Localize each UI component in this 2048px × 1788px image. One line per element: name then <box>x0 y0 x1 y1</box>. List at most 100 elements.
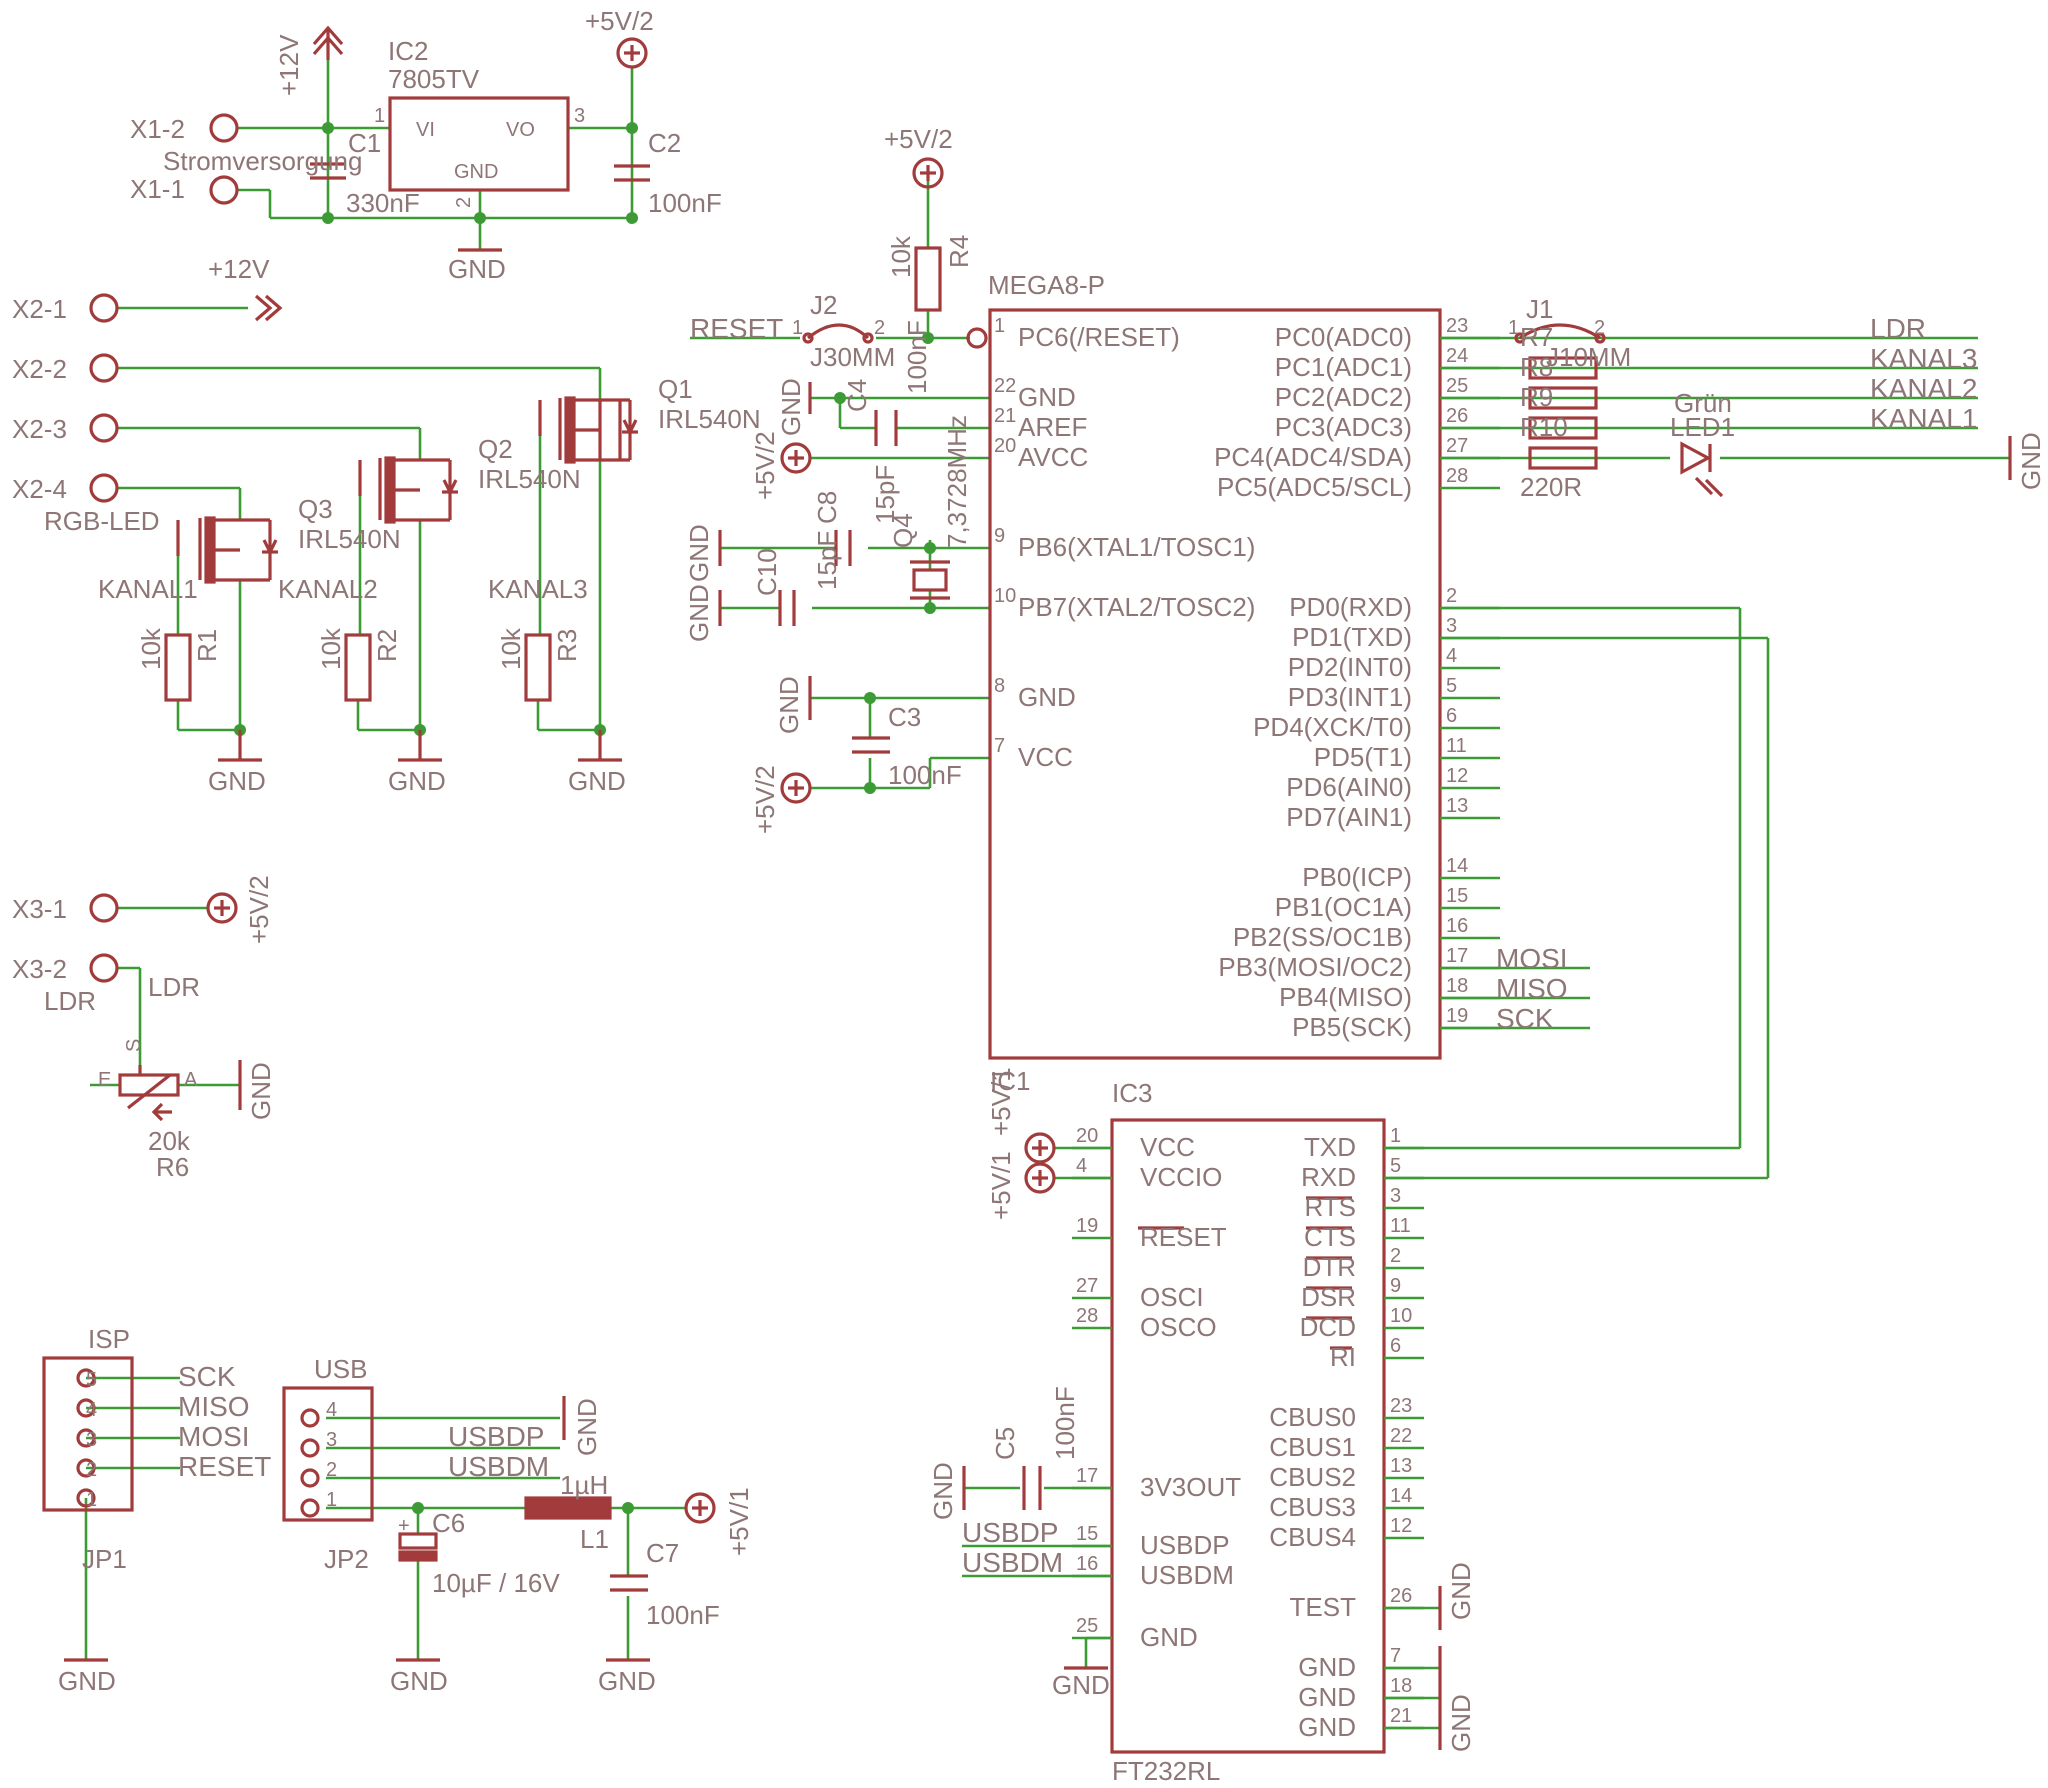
q4-name: Q4 <box>888 513 918 548</box>
ic2-pin1: 1 <box>374 105 385 127</box>
ic3-pin-label: USBDM <box>1140 1560 1234 1590</box>
ic3-pin-label: VCC <box>1140 1132 1195 1162</box>
gnd-label: GND <box>1052 1670 1110 1700</box>
ic3-pin-number: 12 <box>1390 1515 1412 1537</box>
miso-net-label: MISO <box>178 1391 250 1422</box>
x2-2-terminal <box>89 353 119 383</box>
mosi-net-label: MOSI <box>178 1421 250 1452</box>
p5v-label: +5V/2 <box>750 765 780 834</box>
jp1-pin <box>76 1368 96 1388</box>
c7-value: 100nF <box>646 1600 720 1630</box>
j1-jumper <box>1519 323 1601 340</box>
r3-value: 10k <box>496 627 526 670</box>
ic3-pin-number: 17 <box>1076 1465 1098 1487</box>
jp1-pin <box>76 1398 96 1418</box>
junction <box>864 692 876 704</box>
gnd-label: GND <box>208 766 266 796</box>
c6-capacitor <box>398 1532 438 1550</box>
sck-net-label: SCK <box>1496 1003 1554 1034</box>
ic1-pin-number: 16 <box>1446 915 1468 937</box>
pot-a-label: A <box>184 1069 198 1091</box>
c10-name: C10 <box>752 548 782 596</box>
led1-icon <box>1680 441 1724 498</box>
p5v1-label: +5V/1 <box>986 1151 1016 1220</box>
usbdp-net-label: USBDP <box>448 1421 544 1452</box>
gnd-label: GND <box>58 1666 116 1696</box>
ic1-pin-label: PB7(XTAL2/TOSC2) <box>1018 592 1255 622</box>
gnd-label: GND <box>390 1666 448 1696</box>
gnd-label: GND <box>928 1462 958 1520</box>
gnd-label: GND <box>2016 432 2046 490</box>
q2-value: IRL540N <box>478 464 581 494</box>
gnd-label: GND <box>774 676 804 734</box>
power-regulator: X1-2 X1-1 Stromversorgung +12V +5V/2 IC2… <box>130 6 722 284</box>
c7-name: C7 <box>646 1538 679 1568</box>
ic3-pin-label: TXD <box>1304 1132 1356 1162</box>
ic1-pin-number: 3 <box>1446 615 1457 637</box>
pot-s-label: S <box>123 1039 145 1052</box>
ic1-pin-number: 17 <box>1446 945 1468 967</box>
ic3-pin-number: 7 <box>1390 1645 1401 1667</box>
jp1-body <box>42 1356 134 1512</box>
junction <box>924 602 936 614</box>
ic1-pin-number: 19 <box>1446 1005 1468 1027</box>
ic3-pin-number: 2 <box>1390 1245 1401 1267</box>
ldr-net-label: LDR <box>1870 313 1926 344</box>
ic3-pin-number: 28 <box>1076 1305 1098 1327</box>
kanal3-label: KANAL3 <box>488 574 588 604</box>
ic1-pin-number: 8 <box>994 675 1005 697</box>
ic1-pin-label: PD7(AIN1) <box>1286 802 1412 832</box>
r6-potentiometer <box>118 1073 180 1097</box>
x2-3-label: X2-3 <box>12 414 67 444</box>
ic3-pin-number: 20 <box>1076 1125 1098 1147</box>
ic1-pin-number: 10 <box>994 585 1016 607</box>
jp2-pin <box>300 1498 320 1518</box>
ic1-pin-label: PC0(ADC0) <box>1275 322 1412 352</box>
led1-value: Grün <box>1674 388 1732 418</box>
j2-pin2: 2 <box>874 317 885 339</box>
ic1-pin-label: PC1(ADC1) <box>1275 352 1412 382</box>
ic3-pin-number: 21 <box>1390 1705 1412 1727</box>
ic3-pin-number: 27 <box>1076 1275 1098 1297</box>
p5v1-label: +5V/1 <box>986 1067 1016 1136</box>
r9-resistor <box>1528 416 1598 440</box>
c5-name: C5 <box>990 1427 1020 1460</box>
junction <box>864 782 876 794</box>
usbdm-net-label: USBDM <box>962 1547 1063 1578</box>
ic2-vo: VO <box>506 119 535 141</box>
gnd-label: GND <box>1446 1562 1476 1620</box>
p5v-label: +5V/2 <box>244 875 274 944</box>
l1-name: L1 <box>580 1524 609 1554</box>
x1-2-label: X1-2 <box>130 114 185 144</box>
j2-pin1: 1 <box>792 317 803 339</box>
ic3-value: FT232RL <box>1112 1756 1220 1786</box>
p5v1-supply-icon <box>684 1492 716 1524</box>
p5v-label: +5V/2 <box>750 431 780 500</box>
p5v1-label: +5V/1 <box>724 1487 754 1556</box>
ic3-pin-label: GND <box>1298 1682 1356 1712</box>
ic1-pin-label: PD0(RXD) <box>1289 592 1412 622</box>
ic3-name: IC3 <box>1112 1078 1152 1108</box>
r3-name: R3 <box>552 629 582 662</box>
pot-e-label: E <box>98 1069 111 1091</box>
ic2-vi: VI <box>416 119 435 141</box>
led-driver: X2-1 X2-2 X2-3 X2-4 RGB-LED +12V Q1 IRL5… <box>12 254 761 796</box>
x2-4-terminal <box>89 473 119 503</box>
p5v-supply-icon <box>616 37 648 69</box>
ic3-pin-label: CBUS3 <box>1269 1492 1356 1522</box>
r4-name: R4 <box>944 235 974 268</box>
c6-name: C6 <box>432 1508 465 1538</box>
ic1-pin-label: VCC <box>1018 742 1073 772</box>
usbdm-net-label: USBDM <box>448 1451 549 1482</box>
kanal3-net-label: KANAL3 <box>1870 343 1977 374</box>
kanal1-net-label: KANAL1 <box>1870 403 1977 434</box>
ic3-pin-label: TEST <box>1290 1592 1357 1622</box>
p5v-supply-icon <box>780 442 812 474</box>
x2-3-terminal <box>89 413 119 443</box>
jp2-pin <box>300 1408 320 1428</box>
ic3-pin-number: 9 <box>1390 1275 1401 1297</box>
isp-pin: 3 <box>86 1429 97 1451</box>
ic2-pin2: 2 <box>453 197 475 208</box>
usb-pin: 3 <box>326 1429 337 1451</box>
